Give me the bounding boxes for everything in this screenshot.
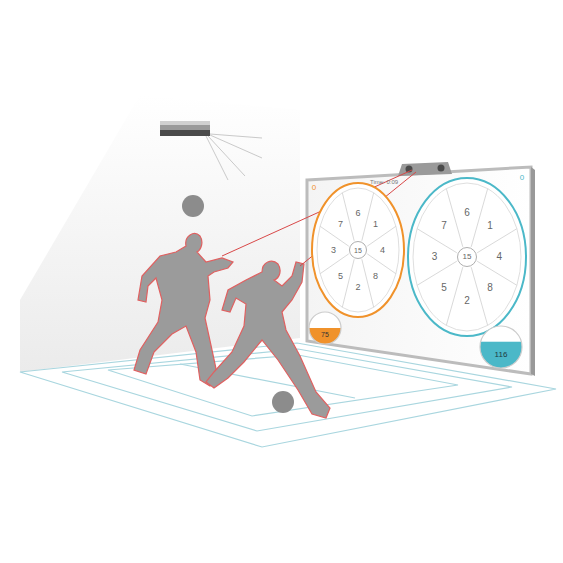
gauge-fill xyxy=(308,328,342,345)
bullseye-number: 15 xyxy=(463,253,472,261)
segment-number: 5 xyxy=(338,272,343,281)
bullseye-number: 15 xyxy=(354,247,362,254)
screen-edge xyxy=(531,167,535,376)
camera xyxy=(398,162,452,176)
segment-divider xyxy=(477,229,517,253)
score-gauge: 75 xyxy=(308,311,342,345)
bullseye-circle: 15 xyxy=(349,241,367,259)
hub-circle xyxy=(458,248,477,267)
segment-number: 2 xyxy=(464,296,470,306)
hub-circle xyxy=(350,242,367,259)
segment-number: 1 xyxy=(487,221,493,231)
player-silhouette xyxy=(206,261,330,418)
gauge-outline xyxy=(479,325,523,369)
segment-divider xyxy=(342,259,354,307)
segment-divider xyxy=(471,189,487,247)
segment-number: 3 xyxy=(331,246,336,255)
timer-label: Time: 0:09 xyxy=(370,179,398,185)
gauge-rim xyxy=(480,326,522,368)
segment-divider xyxy=(367,254,396,274)
score-gauge: 116 xyxy=(479,325,523,369)
segment-number: 8 xyxy=(487,283,493,293)
ball xyxy=(182,195,204,217)
screen xyxy=(307,167,531,374)
gauge-face xyxy=(480,326,522,368)
wheel-ring xyxy=(413,183,521,331)
segment-divider xyxy=(320,226,349,246)
segment-number: 7 xyxy=(441,221,447,231)
score-value: 75 xyxy=(321,331,329,338)
segment-divider xyxy=(471,267,487,325)
segment-divider xyxy=(446,189,462,247)
segment-divider xyxy=(367,226,396,246)
gauge-face xyxy=(309,312,341,344)
segment-number: 4 xyxy=(497,252,503,262)
segment-divider xyxy=(362,259,374,307)
gauge-outline xyxy=(308,311,342,345)
segment-divider xyxy=(417,229,457,253)
gauge-fill xyxy=(479,342,523,369)
projector xyxy=(160,121,262,180)
segment-number: 5 xyxy=(441,283,447,293)
bullseye-circle: 15 xyxy=(457,247,477,267)
segment-number: 4 xyxy=(380,246,385,255)
segment-number: 6 xyxy=(355,208,360,217)
wheel-rim xyxy=(408,178,526,336)
segment-number: 2 xyxy=(355,283,360,292)
target-wheel: 1514825376 xyxy=(407,177,527,337)
player-silhouette xyxy=(134,234,233,386)
segment-number: 3 xyxy=(432,252,438,262)
team-score: 0 xyxy=(520,174,524,182)
segment-number: 1 xyxy=(373,219,378,228)
gauge-rim xyxy=(309,312,341,344)
segment-divider xyxy=(477,261,517,285)
segment-number: 7 xyxy=(338,219,343,228)
wheel-rim xyxy=(312,183,404,317)
segment-divider xyxy=(417,261,457,285)
segment-divider xyxy=(362,193,374,241)
segment-number: 8 xyxy=(373,272,378,281)
segment-number: 6 xyxy=(464,208,470,218)
score-value: 116 xyxy=(495,351,508,359)
segment-divider xyxy=(342,193,354,241)
segment-divider xyxy=(446,267,462,325)
wheel-ring xyxy=(317,188,399,312)
target-wheel: 1514825376 xyxy=(311,182,405,318)
ball xyxy=(272,391,294,413)
segment-divider xyxy=(320,254,349,274)
team-score: 0 xyxy=(312,184,316,192)
